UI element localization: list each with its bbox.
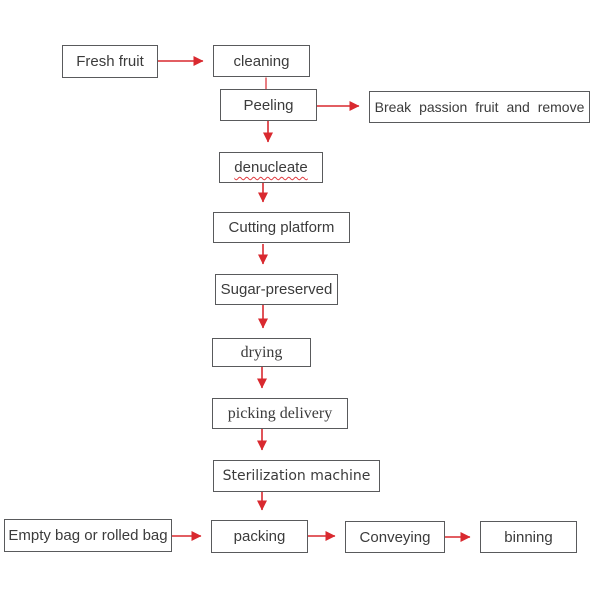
node-denucleate: denucleate bbox=[219, 152, 323, 183]
node-peeling: Peeling bbox=[220, 89, 317, 121]
node-sugar-preserved: Sugar-preserved bbox=[215, 274, 338, 305]
node-packing: packing bbox=[211, 520, 308, 553]
node-denucleate-label: denucleate bbox=[234, 159, 308, 176]
node-binning: binning bbox=[480, 521, 577, 553]
node-conveying: Conveying bbox=[345, 521, 445, 553]
node-fresh-fruit: Fresh fruit bbox=[62, 45, 158, 78]
node-empty-bag: Empty bag or rolled bag bbox=[4, 519, 172, 552]
node-cutting-platform: Cutting platform bbox=[213, 212, 350, 243]
node-cleaning: cleaning bbox=[213, 45, 310, 77]
node-sterilization-machine: Sterilization machine bbox=[213, 460, 380, 492]
node-break-passion-fruit: Break passion fruit and remove bbox=[369, 91, 590, 123]
node-drying: drying bbox=[212, 338, 311, 367]
node-picking-delivery: picking delivery bbox=[212, 398, 348, 429]
